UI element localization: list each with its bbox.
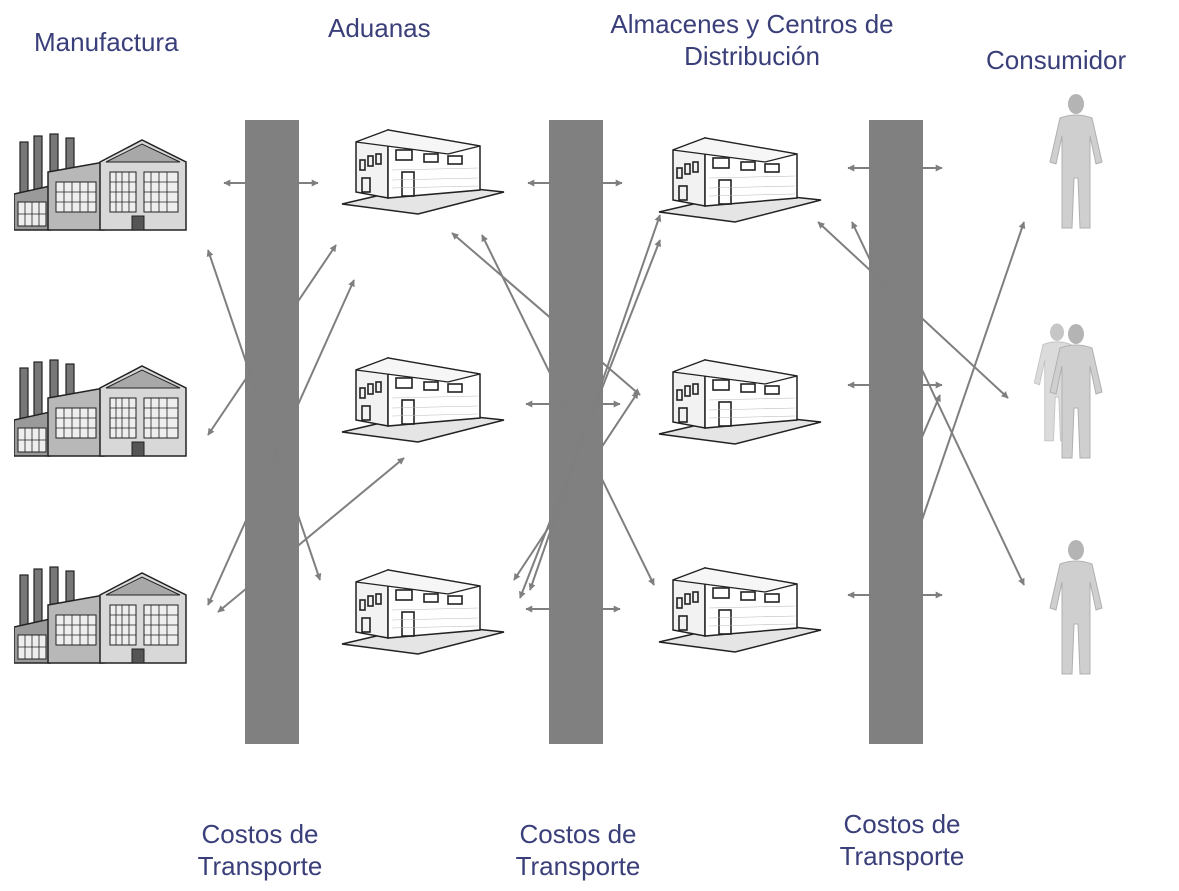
- transport-cost-label-2: Costos de Transporte: [515, 819, 641, 881]
- person-icon: [1049, 93, 1103, 229]
- transport-cost-label-3: Costos de Transporte: [839, 809, 965, 871]
- factory-icon: [14, 566, 187, 664]
- person-icon: [1049, 539, 1103, 675]
- column-label-manufacturing: Manufactura: [34, 27, 179, 57]
- arrow-link: [206, 249, 322, 581]
- arrow-link: [528, 214, 662, 591]
- warehouse-building-icon: [658, 137, 822, 223]
- customs-building-icon: [341, 569, 505, 655]
- column-label-customs: Aduanas: [328, 13, 431, 43]
- arrow-link: [851, 221, 1025, 586]
- column-label-warehouses: Almacenes y Centros de Distribución: [610, 9, 894, 71]
- arrow-link: [877, 394, 941, 541]
- transport-cost-label-1: Costos de Transporte: [197, 819, 323, 881]
- customs-building-icon: [341, 129, 505, 215]
- customs-building-icon: [341, 357, 505, 443]
- column-label-consumer: Consumidor: [986, 45, 1127, 75]
- warehouse-building-icon: [658, 567, 822, 653]
- factory-icon: [14, 133, 187, 231]
- arrow-link: [217, 457, 405, 613]
- warehouse-building-icon: [658, 359, 822, 445]
- arrow-link: [896, 221, 1026, 591]
- arrow-link: [451, 232, 641, 396]
- arrow-link: [817, 221, 1009, 399]
- arrow-link: [207, 279, 355, 606]
- factory-icon: [14, 359, 187, 457]
- arrow-link: [481, 234, 655, 586]
- arrow-link: [513, 391, 639, 581]
- arrow-link: [207, 244, 337, 436]
